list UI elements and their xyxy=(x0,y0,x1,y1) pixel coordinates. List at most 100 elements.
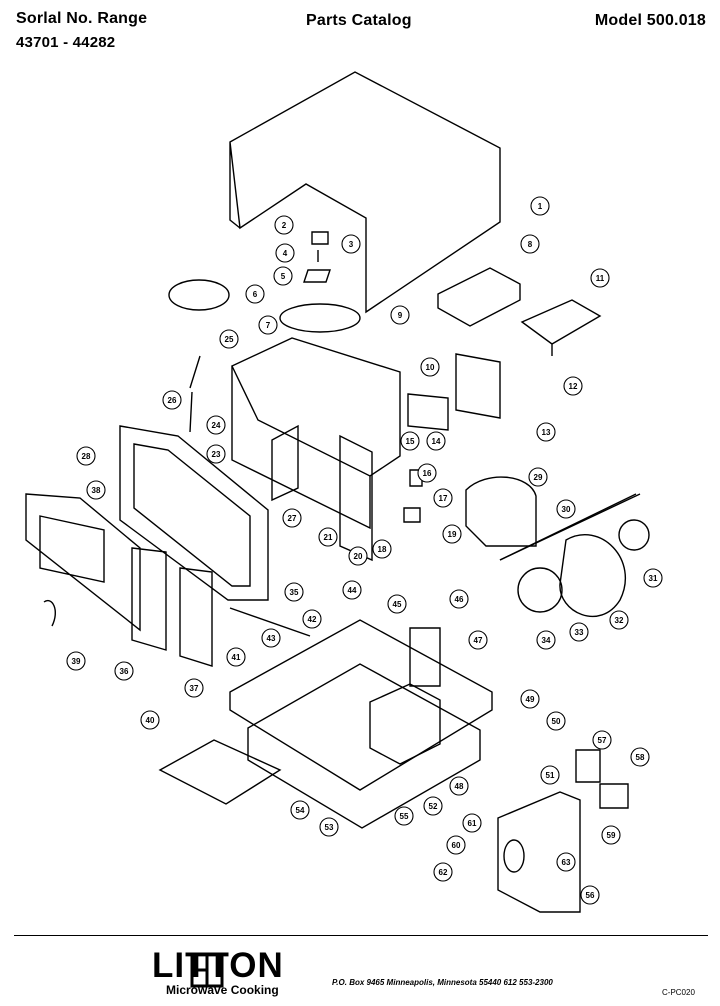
callout-number: 56 xyxy=(586,891,595,900)
outer-cabinet xyxy=(229,71,501,314)
callout-bubble xyxy=(536,422,556,442)
door-frame xyxy=(119,425,269,601)
callout-number: 17 xyxy=(439,494,448,503)
door-choke xyxy=(25,493,141,632)
callout-bubble xyxy=(342,580,362,600)
base-plate xyxy=(229,619,493,791)
callout-bubble xyxy=(275,243,295,263)
callout-bubble xyxy=(184,678,204,698)
litton-logo-icon xyxy=(190,952,224,988)
callout-number: 36 xyxy=(120,667,129,676)
callout-bubble xyxy=(462,813,482,833)
callout-number: 53 xyxy=(325,823,334,832)
callout-number: 11 xyxy=(596,274,605,283)
callout-number: 6 xyxy=(253,290,258,299)
callout-bubble xyxy=(206,415,226,435)
callout-number: 43 xyxy=(267,634,276,643)
callout-number: 33 xyxy=(575,628,584,637)
callout-number: 30 xyxy=(562,505,571,514)
callout-bubble xyxy=(643,568,663,588)
callout-number: 4 xyxy=(283,249,288,258)
callout-bubble xyxy=(556,852,576,872)
callout-bubble xyxy=(226,647,246,667)
callout-number: 49 xyxy=(526,695,535,704)
callout-number: 47 xyxy=(474,636,483,645)
callout-number: 60 xyxy=(452,841,461,850)
transformer xyxy=(369,683,441,765)
callout-bubble xyxy=(282,508,302,528)
callout-bubble xyxy=(206,444,226,464)
callout-bubble xyxy=(426,431,446,451)
callout-number: 8 xyxy=(528,240,533,249)
callout-bubble xyxy=(348,546,368,566)
callout-bubble xyxy=(140,710,160,730)
callout-bubble xyxy=(580,885,600,905)
callout-number: 52 xyxy=(429,802,438,811)
callout-bubble xyxy=(114,661,134,681)
callout-number: 46 xyxy=(455,595,464,604)
callout-bubble xyxy=(540,765,560,785)
callout-number: 14 xyxy=(432,437,441,446)
company-address: P.O. Box 9465 Minneapolis, Minnesota 554… xyxy=(332,978,553,987)
misc-switches xyxy=(403,469,629,809)
callout-bubble xyxy=(162,390,182,410)
callout-number: 7 xyxy=(266,321,271,330)
callout-number: 32 xyxy=(615,616,624,625)
callout-bubble xyxy=(449,589,469,609)
callout-bubble xyxy=(556,499,576,519)
callout-number: 34 xyxy=(542,636,551,645)
callout-number: 45 xyxy=(393,600,402,609)
back-panel xyxy=(497,791,581,913)
lamp-bulb xyxy=(503,839,525,873)
callout-bubble xyxy=(420,357,440,377)
callout-number: 37 xyxy=(190,684,199,693)
callout-bubble xyxy=(423,796,443,816)
callout-bubble xyxy=(372,539,392,559)
callout-bubble xyxy=(630,747,650,767)
callout-number: 25 xyxy=(225,335,234,344)
callout-bubble xyxy=(86,480,106,500)
callout-bubble xyxy=(446,835,466,855)
callout-number: 23 xyxy=(212,450,221,459)
footer-divider xyxy=(14,935,708,936)
callout-bubble xyxy=(528,467,548,487)
callout-number: 9 xyxy=(398,311,403,320)
reference-code: C-PC020 xyxy=(662,988,695,997)
callout-bubble xyxy=(563,376,583,396)
callout-bubble xyxy=(609,610,629,630)
callout-number: 41 xyxy=(232,653,241,662)
callout-number: 20 xyxy=(354,552,363,561)
callout-number: 57 xyxy=(598,736,607,745)
callout-number: 58 xyxy=(636,753,645,762)
callout-number: 16 xyxy=(423,469,432,478)
oven-cavity xyxy=(231,337,401,477)
filter-grille xyxy=(158,739,282,805)
callout-number: 59 xyxy=(607,831,616,840)
waveguide xyxy=(407,393,449,431)
hook-39 xyxy=(43,599,56,627)
callout-bubble xyxy=(219,329,239,349)
callout-bubble xyxy=(341,234,361,254)
callout-bubble xyxy=(590,268,610,288)
callout-bubble xyxy=(76,446,96,466)
callout-number: 12 xyxy=(569,382,578,391)
callout-number: 28 xyxy=(82,452,91,461)
brand-subtitle: Microwave Cooking xyxy=(166,983,279,997)
control-panel xyxy=(131,547,213,667)
serial-range-label: Sorlal No. Range xyxy=(16,10,148,27)
callout-number: 1 xyxy=(538,202,543,211)
blower-motor xyxy=(618,519,650,551)
callout-bubble xyxy=(433,862,453,882)
callout-bubble xyxy=(390,305,410,325)
callout-number: 42 xyxy=(308,615,317,624)
callout-number: 31 xyxy=(649,574,658,583)
callout-number: 61 xyxy=(468,819,477,828)
callout-number: 29 xyxy=(534,473,543,482)
callout-bubble xyxy=(433,488,453,508)
callout-bubble xyxy=(290,800,310,820)
callout-number: 48 xyxy=(455,782,464,791)
callout-number: 50 xyxy=(552,717,561,726)
blower-ring xyxy=(517,567,563,613)
callout-number: 15 xyxy=(406,437,415,446)
bracket-26 xyxy=(189,355,201,433)
